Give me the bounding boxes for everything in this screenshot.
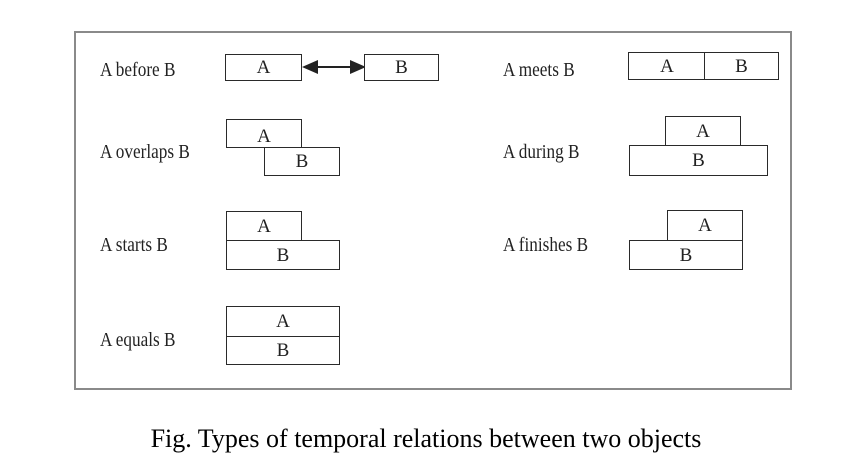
during-bar-b: B — [629, 145, 768, 176]
label-finishes: A finishes B — [503, 234, 589, 256]
equals-bar-b: B — [226, 336, 340, 365]
before-bar-a: A — [225, 54, 302, 81]
before-bar-b: B — [364, 54, 439, 81]
starts-bar-a: A — [226, 211, 302, 241]
during-bar-a: A — [665, 116, 741, 146]
figure-frame — [74, 31, 792, 390]
starts-bar-b: B — [226, 240, 340, 270]
finishes-bar-b: B — [629, 240, 743, 270]
label-starts: A starts B — [100, 234, 168, 256]
meets-bar-b: B — [704, 52, 779, 80]
overlaps-bar-b: B — [264, 147, 340, 176]
label-during: A during B — [503, 141, 580, 163]
label-equals: A equals B — [100, 329, 176, 351]
meets-bar-a: A — [628, 52, 705, 80]
label-meets: A meets B — [503, 59, 575, 81]
figure-caption: Fig. Types of temporal relations between… — [150, 424, 702, 453]
label-overlaps: A overlaps B — [100, 141, 190, 163]
double-arrow-icon — [302, 60, 366, 74]
equals-bar-a: A — [226, 306, 340, 337]
finishes-bar-a: A — [667, 210, 743, 241]
label-before: A before B — [100, 59, 176, 81]
overlaps-bar-a: A — [226, 119, 302, 148]
